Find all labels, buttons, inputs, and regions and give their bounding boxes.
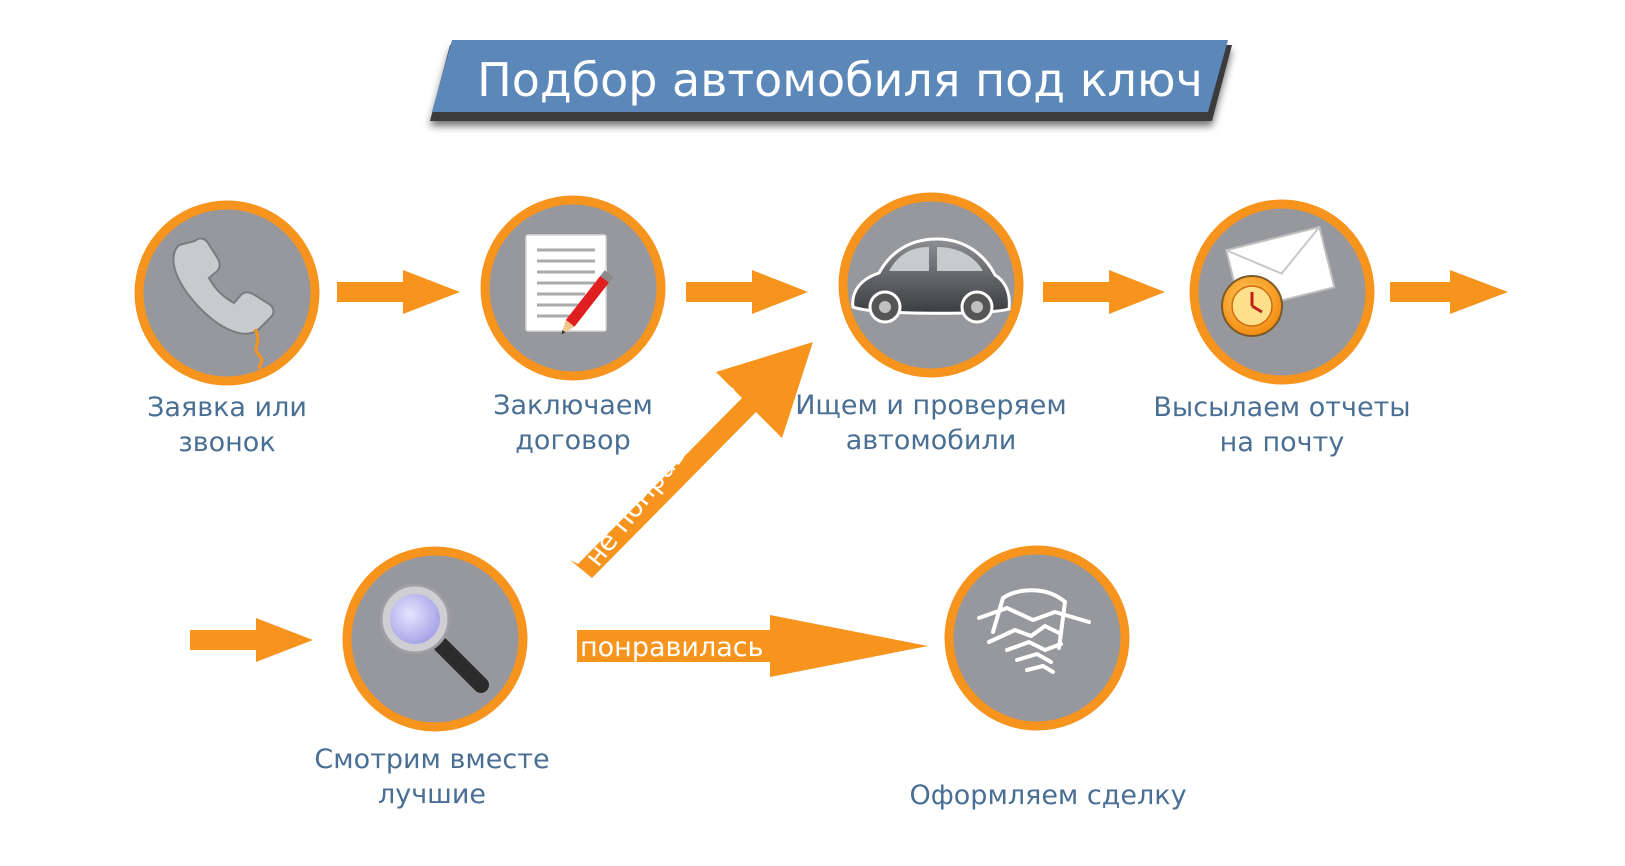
step-label-6: Оформляем сделку bbox=[909, 778, 1186, 813]
step-label-6-line1: Оформляем сделку bbox=[909, 780, 1187, 811]
page-title: Подбор автомобиля под ключ bbox=[477, 53, 1203, 107]
car-wheel-rear bbox=[960, 290, 994, 324]
step-label-5: Смотрим вместе лучшие bbox=[314, 742, 549, 812]
arrow-2-3 bbox=[686, 270, 808, 314]
arrow-4-out bbox=[1390, 270, 1508, 314]
arrow-in-5 bbox=[190, 618, 313, 662]
step-label-4-line2: на почту bbox=[1219, 427, 1345, 458]
step-label-2: Заключаем договор bbox=[493, 388, 653, 458]
title-banner bbox=[430, 40, 1232, 121]
step-label-1: Заявка или звонок bbox=[147, 390, 307, 460]
step-label-1-line2: звонок bbox=[178, 427, 276, 458]
phone-icon bbox=[172, 237, 275, 371]
arrow-1-2 bbox=[337, 270, 460, 314]
arrow-3-4 bbox=[1043, 270, 1165, 314]
contract-icon bbox=[525, 234, 614, 335]
step-circle-1 bbox=[134, 200, 320, 386]
step-label-3-line2: автомобили bbox=[845, 425, 1017, 456]
step-label-5-line2: лучшие bbox=[377, 779, 487, 810]
car-icon bbox=[851, 237, 1011, 324]
magnifier-icon bbox=[379, 583, 489, 693]
step-label-2-line2: договор bbox=[515, 425, 631, 456]
step-label-5-line1: Смотрим вместе bbox=[314, 744, 550, 775]
car-wheel-front bbox=[868, 290, 902, 324]
branch-label-accepted: понравилась bbox=[580, 632, 764, 663]
step-label-3-line1: Ищем и проверяем bbox=[795, 390, 1067, 421]
step-label-2-line1: Заключаем bbox=[493, 390, 653, 421]
branch-arrow-accepted bbox=[577, 615, 928, 677]
email-clock-icon bbox=[1221, 225, 1336, 337]
step-label-3: Ищем и проверяем автомобили bbox=[795, 388, 1067, 458]
step-circle-6 bbox=[944, 545, 1130, 731]
step-label-1-line1: Заявка или bbox=[147, 392, 307, 423]
branch-arrow-rejected bbox=[570, 342, 813, 578]
handshake-icon bbox=[977, 588, 1091, 674]
step-label-4: Высылаем отчеты на почту bbox=[1153, 390, 1410, 460]
step-label-4-line1: Высылаем отчеты bbox=[1153, 392, 1411, 423]
